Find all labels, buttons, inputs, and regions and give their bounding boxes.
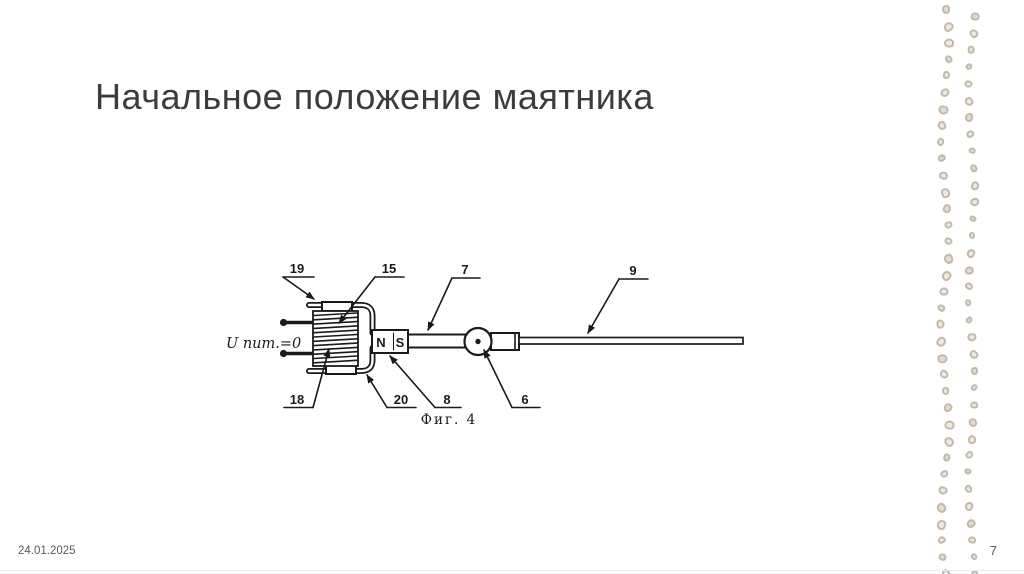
needle-rod	[518, 336, 744, 345]
page-number: 7	[989, 543, 997, 558]
rod-collar	[490, 332, 520, 351]
bottom-rule	[0, 570, 1024, 571]
voltage-label: U пит.=0	[226, 336, 301, 352]
coil-frame	[306, 302, 376, 374]
footer-date: 24.01.2025	[18, 545, 76, 557]
leader-lines	[282, 276, 649, 409]
supply-leads	[279, 318, 317, 358]
figure-caption: Фиг. 4	[421, 412, 477, 428]
magnet-north-label: N	[376, 335, 385, 350]
part-label-15: 15	[382, 261, 396, 276]
coil-windings	[312, 310, 359, 367]
part-label-6: 6	[521, 392, 528, 407]
part-label-18: 18	[290, 392, 304, 407]
slide-title: Начальное положение маятника	[95, 76, 654, 117]
pendulum-rod	[407, 333, 467, 349]
coil-top-tab	[321, 301, 353, 312]
part-label-20: 20	[394, 392, 408, 407]
pivot-ball	[463, 326, 493, 357]
magnet-south-label: S	[396, 335, 405, 350]
part-label-9: 9	[629, 263, 636, 278]
part-label-19: 19	[290, 261, 304, 276]
part-label-8: 8	[443, 392, 450, 407]
part-label-7: 7	[461, 262, 468, 277]
